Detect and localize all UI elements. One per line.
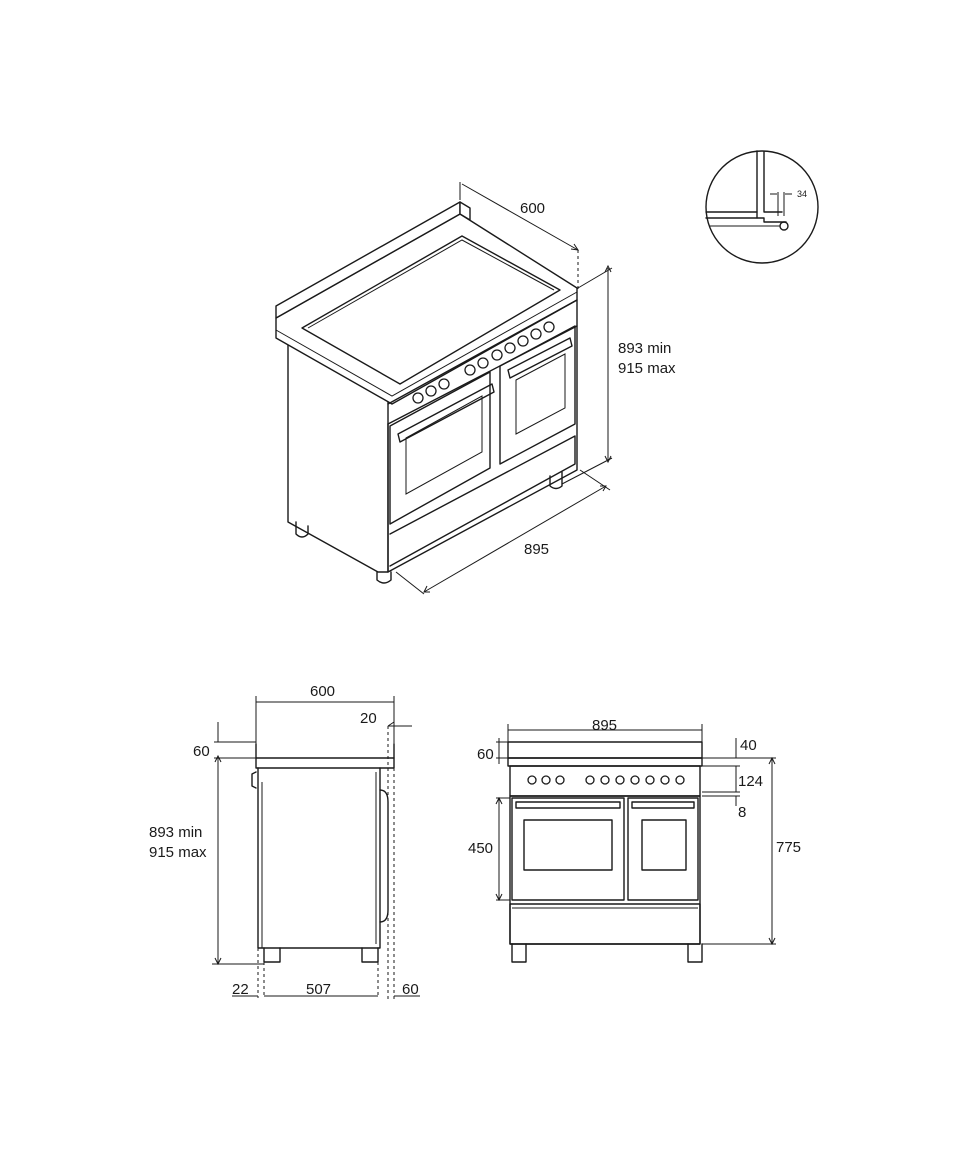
front-panel-height-label: 124 [738, 773, 763, 790]
knob-icon [615, 775, 625, 785]
knob-icon [600, 775, 610, 785]
knob-icon [425, 385, 437, 397]
iso-height-max-label: 915 max [618, 360, 676, 377]
knob-icon [675, 775, 685, 785]
knob-icon [555, 775, 565, 785]
side-foot [361, 947, 379, 963]
side-height-max-label: 915 max [149, 844, 207, 861]
side-foot-span-label: 507 [306, 981, 331, 998]
front-left-window [523, 819, 613, 871]
front-left-oven-door [511, 797, 625, 901]
iso-foot [376, 571, 392, 584]
side-rear-offset-label: 60 [402, 981, 419, 998]
front-knobs [527, 775, 685, 785]
side-depth-label: 600 [310, 683, 335, 700]
knob-icon [477, 357, 489, 369]
side-backguard [255, 743, 395, 759]
front-right-oven-door [627, 797, 699, 901]
front-backguard-label: 60 [477, 746, 494, 763]
front-foot [511, 943, 527, 963]
iso-knobs [412, 321, 555, 404]
knob-icon [491, 349, 503, 361]
knob-icon [660, 775, 670, 785]
front-right-handle [631, 801, 695, 809]
iso-depth-label: 600 [520, 200, 545, 217]
isometric-view: 600 893 min 915 max 895 [275, 182, 676, 595]
iso-storage-drawer [389, 435, 576, 567]
knob-icon [543, 321, 555, 333]
front-panel-gap-label: 8 [738, 804, 746, 821]
front-top-gap-label: 40 [740, 737, 757, 754]
side-door-handle [379, 789, 389, 923]
side-backguard-label: 60 [193, 743, 210, 760]
side-foot [263, 947, 281, 963]
side-view: 600 20 60 893 min 915 max 22 507 60 [149, 683, 420, 1000]
iso-right-door-handle [507, 337, 573, 379]
side-control-knob [251, 771, 257, 789]
knob-icon [412, 392, 424, 404]
iso-foot [295, 521, 309, 538]
knob-icon [438, 378, 450, 390]
side-height-min-label: 893 min [149, 824, 202, 841]
knob-icon [527, 775, 537, 785]
iso-worktop [275, 213, 578, 405]
knob-icon [645, 775, 655, 785]
front-worktop [507, 757, 703, 767]
iso-left-door-handle [397, 383, 495, 443]
front-right-window [641, 819, 687, 871]
iso-left-oven-door [389, 371, 491, 525]
iso-front-face [387, 325, 578, 573]
side-foot-offset-label: 22 [232, 981, 249, 998]
knob-icon [504, 342, 516, 354]
iso-foot [549, 471, 563, 490]
front-left-handle [515, 801, 621, 809]
iso-control-panel [387, 299, 578, 425]
front-drawer [509, 903, 701, 945]
front-width-label: 895 [592, 717, 617, 734]
detail-view: 34 [705, 150, 819, 264]
knob-icon [517, 335, 529, 347]
iso-height-min-label: 893 min [618, 340, 671, 357]
front-worktop-height-label: 775 [776, 839, 801, 856]
front-foot [687, 943, 703, 963]
detail-gap-label: 34 [797, 189, 807, 199]
knob-icon [630, 775, 640, 785]
iso-width-label: 895 [524, 541, 549, 558]
side-worktop [255, 757, 395, 769]
side-overhang-label: 20 [360, 710, 377, 727]
front-backguard [507, 741, 703, 759]
side-body [257, 767, 381, 949]
knob-icon [530, 328, 542, 340]
knob-icon [464, 364, 476, 376]
detail-circle [705, 150, 819, 264]
knob-icon [585, 775, 595, 785]
knob-icon [541, 775, 551, 785]
iso-right-oven-door [499, 325, 576, 465]
front-view: 895 60 40 124 8 450 775 [468, 717, 801, 963]
iso-ceramic-hob [301, 235, 561, 385]
front-oven-height-label: 450 [468, 840, 493, 857]
